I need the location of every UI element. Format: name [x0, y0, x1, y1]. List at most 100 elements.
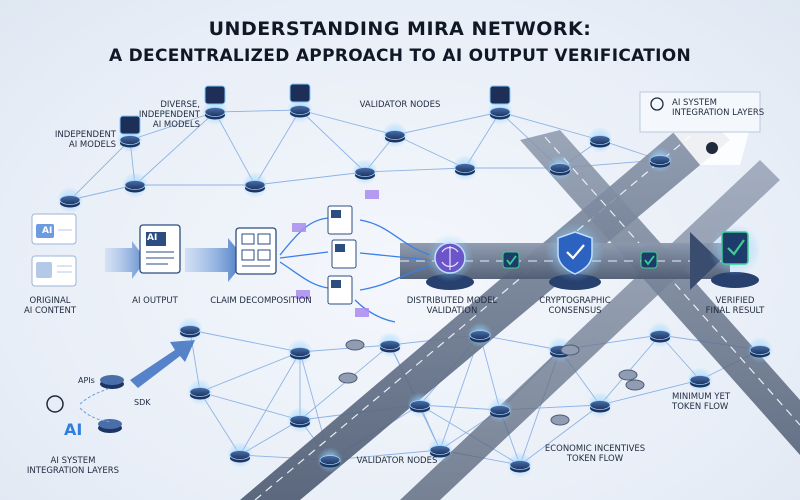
network-node-icon	[747, 337, 773, 363]
brain-icon	[441, 246, 459, 270]
network-node-icon	[407, 392, 433, 418]
network-connection	[129, 111, 216, 141]
network-node-icon	[647, 322, 673, 348]
verified-result-node	[709, 224, 761, 288]
ai-logo: AI	[64, 420, 83, 439]
network-connection	[299, 109, 366, 173]
arrow-content-to-output	[105, 241, 146, 279]
token-coin-icon	[618, 369, 638, 381]
network-connection	[299, 109, 396, 136]
network-connection	[199, 391, 301, 421]
ai-model-chip-icon	[204, 85, 226, 105]
ai-output-badge: AI	[147, 233, 158, 243]
network-connection	[134, 111, 216, 186]
network-connection	[239, 351, 301, 456]
github-icon	[706, 142, 718, 154]
network-connection	[214, 109, 301, 113]
network-node-icon	[507, 452, 533, 478]
network-node-icon	[177, 317, 203, 343]
network-node-icon	[382, 122, 408, 148]
arrow-output-to-claims	[185, 238, 246, 282]
network-connection	[364, 167, 466, 173]
integration-panel-top	[639, 91, 761, 165]
token-coin-icon	[338, 372, 358, 384]
network-connection	[254, 109, 301, 186]
distributed-validation-hub	[426, 234, 474, 290]
network-node-icon	[352, 159, 378, 185]
openai-logo-icon	[650, 97, 664, 111]
ai-input-badge: AI	[40, 226, 55, 236]
original-content-panel	[31, 213, 77, 287]
network-node-icon	[377, 332, 403, 358]
label-ai-output: AI OUTPUT	[132, 296, 178, 306]
validation-checks	[502, 251, 658, 269]
label-claim-decomposition: CLAIM DECOMPOSITION	[210, 296, 312, 306]
network-node-icon	[122, 172, 148, 198]
network-node-icon	[452, 155, 478, 181]
network-node-icon	[547, 155, 573, 181]
claim-decomposition-document	[235, 227, 277, 275]
network-node-icon	[687, 367, 713, 393]
network-connection	[199, 351, 301, 393]
network-connection	[394, 111, 501, 136]
network-connection	[69, 139, 131, 201]
ai-output-document	[139, 224, 181, 274]
network-node-icon	[427, 437, 453, 463]
label-validator-nodes-bottom: VALIDATOR NODES	[356, 456, 438, 466]
network-connection	[189, 329, 301, 353]
claim-documents	[292, 190, 379, 317]
network-connection	[599, 379, 701, 406]
network-connection	[254, 171, 366, 186]
network-node-icon	[242, 172, 268, 198]
validator-node-layer	[57, 83, 773, 478]
network-node-icon	[57, 187, 83, 213]
network-node-icon	[587, 392, 613, 418]
ai-model-chip-icon	[119, 115, 141, 135]
token-coin-icon	[625, 379, 645, 391]
ai-model-chip-icon	[489, 85, 511, 105]
network-node-icon	[487, 397, 513, 423]
title-line-1: UNDERSTANDING MIRA NETWORK:	[208, 18, 592, 40]
network-connection	[419, 404, 501, 411]
network-connection	[519, 404, 601, 466]
apis-badge: APIs	[78, 376, 95, 385]
network-node-icon	[202, 99, 228, 125]
label-validator-nodes-top: VALIDATOR NODES	[359, 100, 441, 110]
title-line-2: A DECENTRALIZED APPROACH TO AI OUTPUT VE…	[108, 46, 692, 66]
network-connection	[299, 344, 391, 353]
network-node-icon	[317, 447, 343, 473]
network-node-icon	[487, 99, 513, 125]
token-coin-icon	[550, 414, 570, 426]
token-flow	[338, 339, 645, 426]
network-node-icon	[467, 322, 493, 348]
check-icon	[727, 239, 745, 256]
shield-check-icon	[557, 231, 593, 275]
ai-model-chip-icon	[289, 83, 311, 103]
network-node-icon	[587, 127, 613, 153]
sdk-badge: SDK	[134, 398, 151, 407]
integration-panel-bottom	[46, 375, 124, 433]
cryptographic-consensus-hub	[545, 222, 605, 290]
network-node-icon	[227, 442, 253, 468]
flow-arrows	[105, 238, 246, 388]
network-connection	[499, 111, 601, 141]
network-connection	[214, 111, 256, 186]
token-coin-icon	[345, 339, 365, 351]
network-node-icon	[647, 147, 673, 173]
arrow-integration-up	[130, 340, 195, 388]
network-node-icon	[187, 379, 213, 405]
network-node-icon	[287, 339, 313, 365]
openai-logo-icon	[46, 395, 64, 413]
